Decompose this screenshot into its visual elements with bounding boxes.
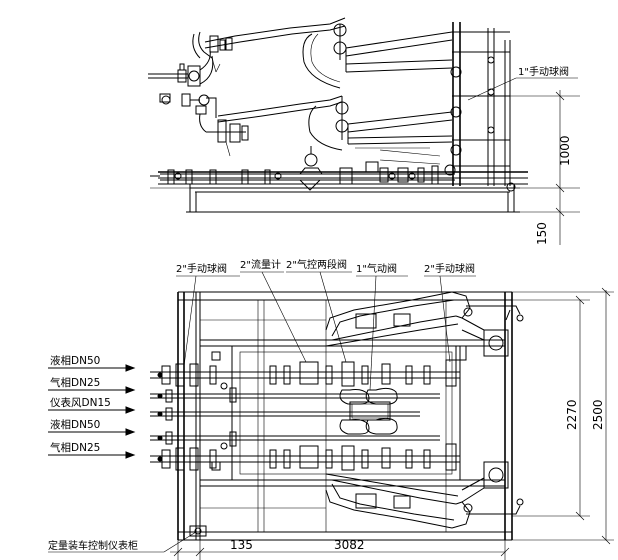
callout-top-valve-label: 1"手动球阀 <box>518 65 569 78</box>
plan-left-gauges <box>157 351 228 471</box>
elevation-dimensions: 1000 150 <box>505 90 580 245</box>
callout-cabinet: 定量装车控制仪表柜 <box>48 531 197 553</box>
inlet-arrows <box>48 364 136 459</box>
elevation-mast <box>450 22 511 186</box>
elevation-view: 1000 150 1"手动球阀 <box>148 17 580 245</box>
dim-2270-label: 2270 <box>565 399 579 430</box>
inlet-label-liquid-1: 液相DN50 <box>50 354 100 367</box>
inlet-label-instrument-air: 仪表风DN15 <box>50 396 111 409</box>
plan-inlet-pipes <box>150 371 460 463</box>
dim-150-label: 150 <box>535 222 549 245</box>
dim-135-label: 135 <box>230 538 253 552</box>
plan-view: 液相DN50 气相DN25 仪表风DN15 液相DN50 气相DN25 2"手动… <box>48 258 614 560</box>
elevation-base-frame <box>150 171 528 213</box>
callout-flowmeter-label: 2"流量计 <box>240 258 281 271</box>
callout-pneumatic-valve-label: 1"气动阀 <box>356 262 397 275</box>
inlet-label-gas-2: 气相DN25 <box>50 441 100 454</box>
inlet-label-liquid-2: 液相DN50 <box>50 418 100 431</box>
callout-top-valve: 1"手动球阀 <box>467 65 578 101</box>
plan-valves <box>161 359 457 471</box>
inlet-labels: 液相DN50 气相DN25 仪表风DN15 液相DN50 气相DN25 <box>50 354 111 454</box>
dim-3082-label: 3082 <box>334 538 365 552</box>
elevation-lower-arm <box>159 93 453 157</box>
elevation-manifold <box>150 146 456 191</box>
elevation-upper-arm <box>148 17 453 89</box>
plan-upper-arm <box>325 291 524 361</box>
plan-side-dimensions: 2270 2500 <box>512 287 614 545</box>
inlet-label-gas-1: 气相DN25 <box>50 376 100 389</box>
dim-2500-label: 2500 <box>591 399 605 430</box>
plan-inner-skid <box>231 345 461 481</box>
callout-right-manual-valve-label: 2"手动球阀 <box>424 262 475 275</box>
plan-bottom-dimensions: 135 3082 <box>170 538 510 560</box>
callout-left-manual-valve-label: 2"手动球阀 <box>176 262 227 275</box>
plan-lower-arm <box>325 461 524 529</box>
callout-cabinet-label: 定量装车控制仪表柜 <box>48 539 138 552</box>
plan-callouts: 2"手动球阀 2"流量计 2"气控两段阀 1"气动阀 2"手动球阀 <box>176 258 476 391</box>
dim-1000-label: 1000 <box>558 135 572 166</box>
plan-cabinet <box>189 525 207 537</box>
callout-two-stage-valve-label: 2"气控两段阀 <box>286 258 347 271</box>
